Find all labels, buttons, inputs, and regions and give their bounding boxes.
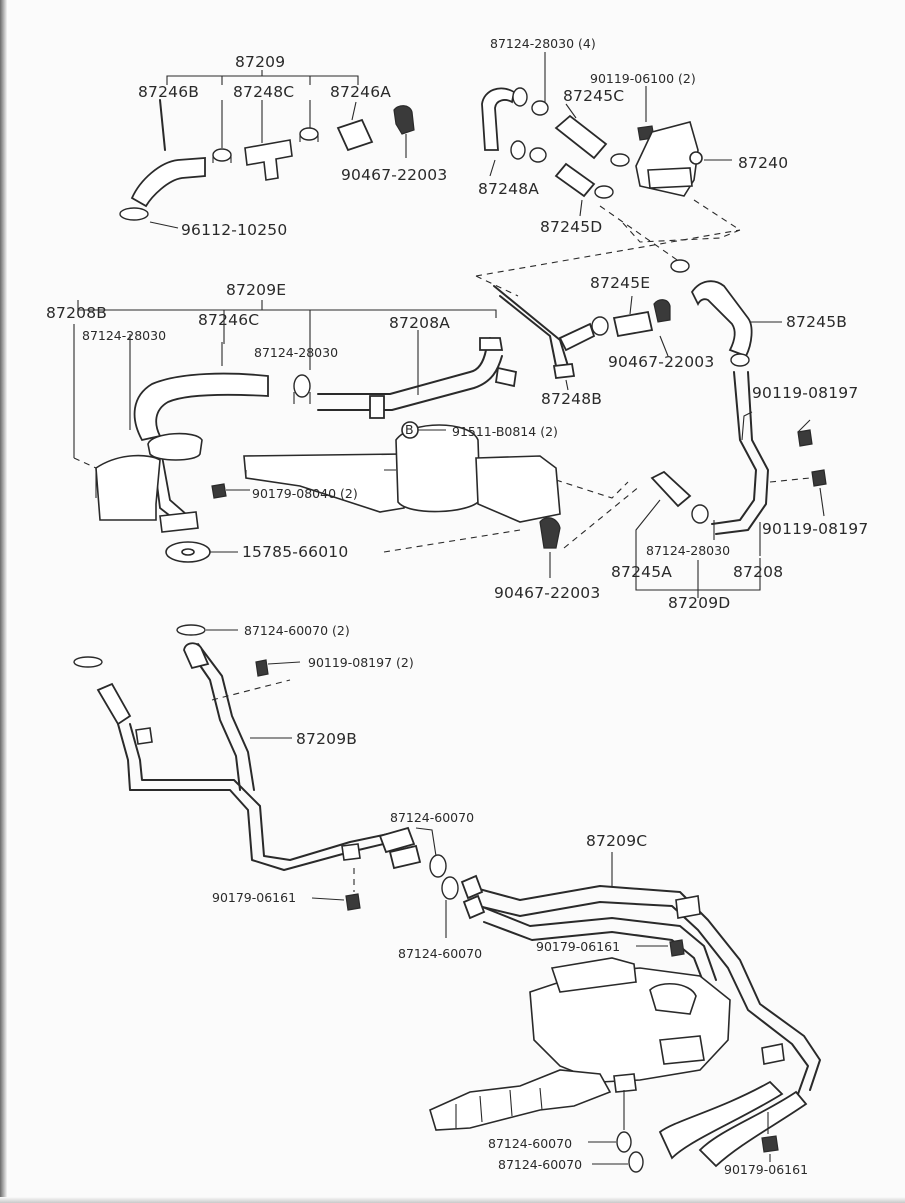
clamp-87248c-right <box>299 100 319 142</box>
label-87246b: 87246B <box>138 83 199 101</box>
pipe-87208 <box>711 353 769 535</box>
label-90179-08040: 90179-08040 (2) <box>252 486 358 501</box>
label-87209e: 87209E <box>226 281 286 299</box>
label-87245a: 87245A <box>611 563 672 581</box>
label-90467-22003-low: 90467-22003 <box>494 584 600 602</box>
label-87209c: 87209C <box>586 832 647 850</box>
label-87124-28030-a: 87124-28030 <box>82 328 166 343</box>
label-87209d: 87209D <box>668 594 730 612</box>
tee-joint-87248c <box>244 100 293 181</box>
label-87124-60070-c: 87124-60070 <box>488 1136 572 1151</box>
hose-87245a <box>635 470 709 560</box>
nut-90179-06161-left <box>311 868 361 911</box>
label-87245e: 87245E <box>590 274 650 292</box>
clamp-87248c-left <box>212 100 232 163</box>
label-91511-b0814: 91511-B0814 (2) <box>452 424 558 439</box>
label-90179-06161-b: 90179-06161 <box>536 939 620 954</box>
label-87124-60070-d: 87124-60070 <box>498 1157 582 1172</box>
label-87209: 87209 <box>235 53 285 71</box>
heater-unit <box>429 957 731 1131</box>
clamp-left-end <box>73 656 103 668</box>
engine-block-outline <box>95 424 561 523</box>
nut-90179-06161-mid <box>636 939 685 957</box>
scan-shadow-left <box>0 0 7 1203</box>
label-87208b: 87208B <box>46 304 107 322</box>
pipe-87209c <box>460 852 821 1168</box>
label-87209b: 87209B <box>296 730 357 748</box>
hose-87246c <box>133 372 269 442</box>
label-87124-28030-c: 87124-28030 <box>646 543 730 558</box>
label-90119-08197-2: 90119-08197 (2) <box>308 655 414 670</box>
pipe-87208b <box>147 432 203 533</box>
bolt-letter: B <box>405 422 414 437</box>
label-15785-66010: 15785-66010 <box>242 543 348 561</box>
label-87124-60070-2: 87124-60070 (2) <box>244 623 350 638</box>
label-87124-28030-b: 87124-28030 <box>254 345 338 360</box>
dashed-outline-engine <box>73 229 741 553</box>
valve-87240 <box>599 121 742 263</box>
label-87124-28030-4: 87124-28030 (4) <box>490 36 596 51</box>
hose-87245e <box>591 295 671 357</box>
label-87245b: 87245B <box>786 313 847 331</box>
label-96112-10250: 96112-10250 <box>181 221 287 239</box>
label-87240: 87240 <box>738 154 788 172</box>
label-87246c: 87246C <box>198 311 259 329</box>
clamps-87124-60070-bottom <box>588 1090 644 1173</box>
label-87208: 87208 <box>733 563 783 581</box>
scan-shadow-bottom <box>0 1197 905 1203</box>
group-87209d-bracket <box>635 520 761 598</box>
label-90179-06161-c: 90179-06161 <box>724 1162 808 1177</box>
hose-couplers-87124-60070 <box>378 826 459 938</box>
label-87245d: 87245D <box>540 218 602 236</box>
bolt-90119-08197-lower <box>769 469 827 517</box>
bolt-91511: B <box>401 421 446 439</box>
clamp-87124-60070-top <box>176 624 238 636</box>
label-87248b: 87248B <box>541 390 602 408</box>
part-labels: 87209 87246B 87248C 87246A 90467-22003 9… <box>46 36 868 1177</box>
label-87245c: 87245C <box>563 87 624 105</box>
hose-87246a <box>336 101 374 152</box>
hose-87246b <box>130 99 206 208</box>
label-90119-06100: 90119-06100 (2) <box>590 71 696 86</box>
hose-87245d <box>554 162 614 217</box>
label-90119-08197-b: 90119-08197 <box>762 520 868 538</box>
clamp-96112 <box>119 207 179 229</box>
pipe-87248b <box>493 285 596 391</box>
label-87124-60070-a: 87124-60070 <box>390 810 474 825</box>
label-87124-60070-b: 87124-60070 <box>398 946 482 961</box>
group-87209e-bracket <box>73 300 497 458</box>
label-87208a: 87208A <box>389 314 450 332</box>
hose-87248a <box>481 87 516 177</box>
label-90179-06161-a: 90179-06161 <box>212 890 296 905</box>
label-90467-22003-top: 90467-22003 <box>341 166 447 184</box>
clip-90467-top <box>393 105 415 158</box>
nut-90179-06161-bottom <box>761 1112 779 1162</box>
bolt-90119-08197-upper <box>797 419 813 447</box>
label-87248c: 87248C <box>233 83 294 101</box>
label-90467-22003-mid: 90467-22003 <box>608 353 714 371</box>
gasket-15785 <box>165 541 238 563</box>
pipe-87208a <box>317 337 518 419</box>
nut-90179-08040 <box>211 483 250 499</box>
hose-87245c <box>554 103 630 167</box>
label-87246a: 87246A <box>330 83 391 101</box>
clip-90467-lower <box>539 517 561 578</box>
label-90119-08197-a: 90119-08197 <box>752 384 858 402</box>
bolt-90119-08197-pair <box>211 659 301 701</box>
clamp-87124-28030-mid <box>293 374 311 404</box>
hose-87245b <box>670 259 782 358</box>
pipe-87209b <box>96 642 393 871</box>
clamps-87124-28030-top <box>510 52 549 163</box>
group-87209-bracket <box>166 70 359 85</box>
label-87248a: 87248A <box>478 180 539 198</box>
